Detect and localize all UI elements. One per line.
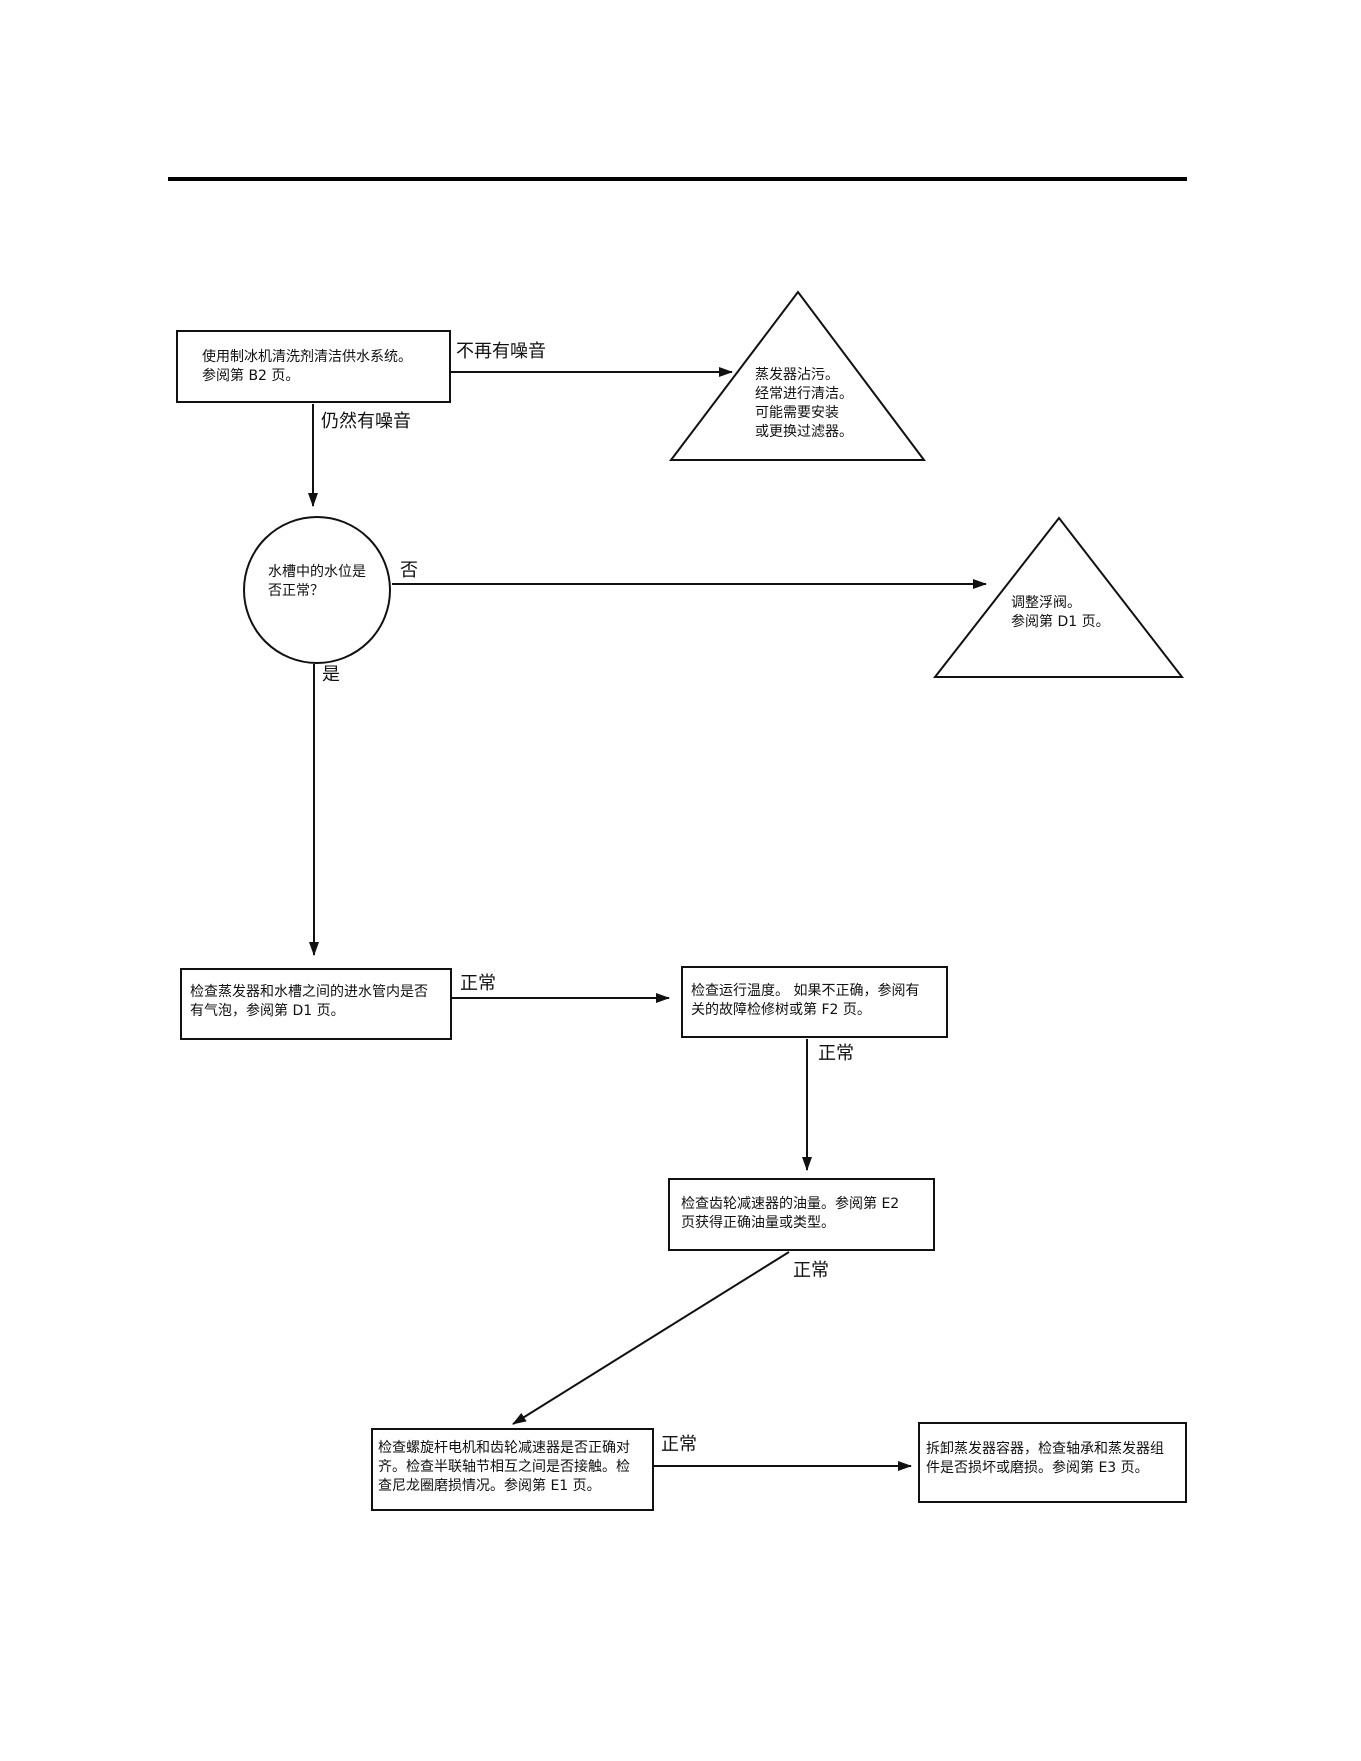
gear-oil-check-text: 检查齿轮减速器的油量。参阅第 E2 页获得正确油量或类型。 [681,1196,900,1231]
clean-water-system-text: 使用制冰机清洗剂清洁供水系统。 参阅第 B2 页。 [202,349,412,384]
adjust-float-valve-text: 调整浮阀。 参阅第 D1 页。 [1011,595,1110,630]
disassemble-evaporator-box [918,1422,1187,1503]
edge-label-normal-4: 正常 [661,1434,697,1455]
edge-label-normal-2: 正常 [818,1043,854,1064]
evaporator-dirty-triangle [668,290,926,461]
air-bubbles-check-text: 检查蒸发器和水槽之间的进水管内是否 有气泡，参阅第 D1 页。 [190,984,428,1019]
edge-label-normal-3: 正常 [793,1260,829,1281]
alignment-check-box [371,1428,654,1511]
disassemble-evaporator-text: 拆卸蒸发器容器，检查轴承和蒸发器组 件是否损坏或磨损。参阅第 E3 页。 [926,1441,1164,1476]
edge-gear-oil-to-alignment [512,1251,790,1425]
edge-label-normal-1: 正常 [460,973,496,994]
operating-temp-check-text: 检查运行温度。 如果不正确，参阅有 关的故障检修树或第 F2 页。 [691,983,920,1018]
operating-temp-check-box [681,966,948,1038]
edge-label-no-more-noise: 不再有噪音 [456,341,546,362]
adjust-float-valve-triangle [932,516,1185,678]
edge-label-still-noisy: 仍然有噪音 [321,411,411,432]
clean-water-system-box [176,330,451,403]
water-level-question-text: 水槽中的水位是 否正常？ [268,564,366,599]
alignment-check-text: 检查螺旋杆电机和齿轮减速器是否正确对 齐。检查半联轴节相互之间是否接触。检 查尼… [378,1440,630,1494]
water-level-decision-circle [243,516,391,664]
gear-oil-check-box [668,1178,935,1251]
edge-label-no: 否 [400,560,418,581]
air-bubbles-check-box [180,968,452,1040]
edge-label-yes: 是 [322,664,340,685]
evaporator-dirty-text: 蒸发器沾污。 经常进行清洁。 可能需要安装 或更换过滤器。 [755,367,853,440]
